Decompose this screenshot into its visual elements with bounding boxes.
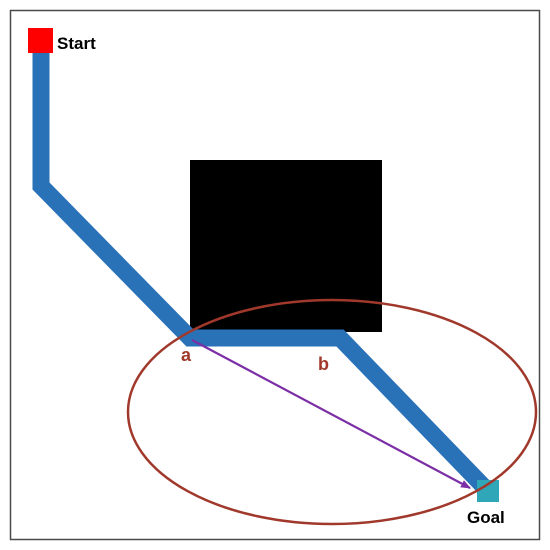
start-label: Start: [57, 34, 96, 53]
goal-marker: [477, 480, 499, 502]
search-region-ellipse: [126, 298, 538, 526]
point-a-label: a: [181, 345, 192, 365]
planned-path: [32, 48, 494, 496]
obstacle-block: [190, 160, 382, 332]
shortcut-arrow: [191, 339, 471, 489]
point-b-label: b: [318, 354, 329, 374]
goal-label: Goal: [467, 508, 505, 527]
start-marker: [28, 28, 53, 53]
